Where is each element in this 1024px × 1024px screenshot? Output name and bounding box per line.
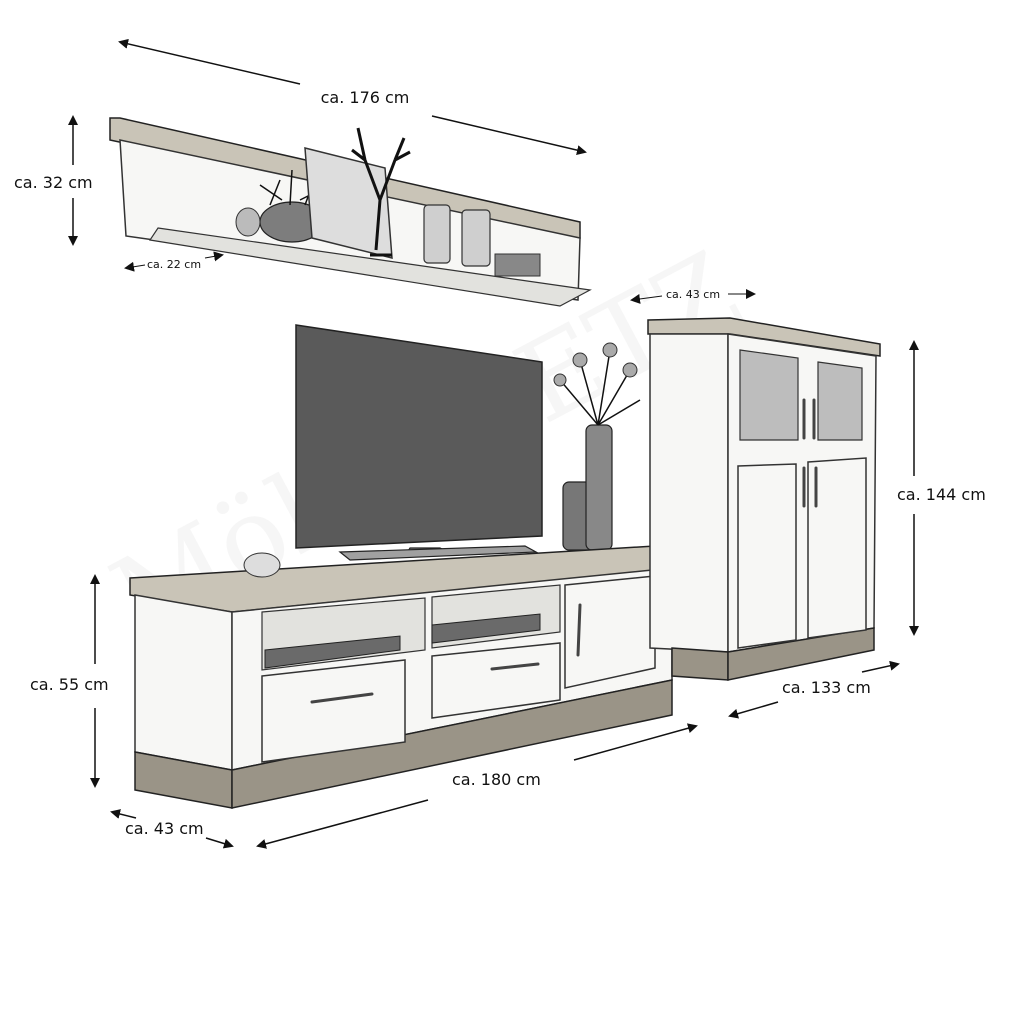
dim-arrow (861, 660, 900, 673)
dim-arrow (110, 809, 137, 819)
bottle-decor (423, 204, 451, 264)
glass-door-right (817, 361, 863, 441)
vase-small (235, 207, 261, 237)
cabinet-door-right (807, 457, 867, 639)
dim-arrow (728, 701, 779, 719)
bottle-decor (461, 209, 491, 267)
dim-arrow (630, 293, 663, 304)
dim-arrow (573, 723, 698, 761)
lowboard-plinth-front (231, 679, 673, 809)
dim-arrow (431, 115, 587, 156)
highboard-cabinet (647, 317, 881, 681)
books-decor (494, 253, 541, 277)
flower (553, 373, 567, 387)
label-shelf-height: ca. 32 cm (14, 173, 93, 192)
drawer-left (261, 659, 406, 763)
drawer-right (431, 642, 561, 719)
cup-decor (243, 552, 281, 578)
media-device-right (431, 613, 541, 644)
lowboard-side (134, 594, 233, 771)
door-handle (576, 603, 582, 657)
wall-shelf (109, 117, 592, 307)
flower-stems (559, 349, 641, 426)
tv-base (338, 545, 539, 561)
lowboard-door (564, 575, 656, 689)
cabinet-plinth-side (671, 647, 729, 681)
deer-decor (351, 127, 411, 257)
label-cabinet-width: ca. 133 cm (782, 678, 871, 697)
dim-arrow (124, 261, 146, 272)
dim-arrow (118, 38, 301, 85)
dim-arrow (205, 837, 234, 849)
flower (572, 352, 588, 368)
drawer-handle (490, 662, 540, 671)
cabinet-top (647, 317, 881, 357)
label-lowboard-width: ca. 180 cm (452, 770, 541, 789)
label-shelf-width: ca. 176 cm (321, 88, 410, 107)
tv-screen (295, 324, 543, 549)
television (295, 324, 543, 561)
vase-right (585, 424, 613, 551)
flower-vases (553, 342, 641, 551)
cabinet-door-left (737, 463, 797, 649)
dim-arrow (256, 799, 429, 849)
media-device-left (264, 635, 401, 669)
drawer-handle (310, 692, 374, 704)
label-lowboard-height: ca. 55 cm (30, 675, 109, 694)
dim-arrow (204, 251, 224, 262)
cabinet-side (649, 333, 729, 653)
shelf-board (148, 227, 592, 307)
label-cabinet-height: ca. 144 cm (897, 485, 986, 504)
flower (622, 362, 638, 378)
lowboard (129, 545, 681, 809)
dimension-lines (68, 38, 919, 849)
label-lowboard-depth: ca. 43 cm (125, 819, 204, 838)
label-cabinet-depth: ca. 43 cm (666, 288, 720, 301)
glass-door-left (739, 349, 799, 441)
flower (602, 342, 618, 358)
label-shelf-depth: ca. 22 cm (147, 258, 201, 271)
